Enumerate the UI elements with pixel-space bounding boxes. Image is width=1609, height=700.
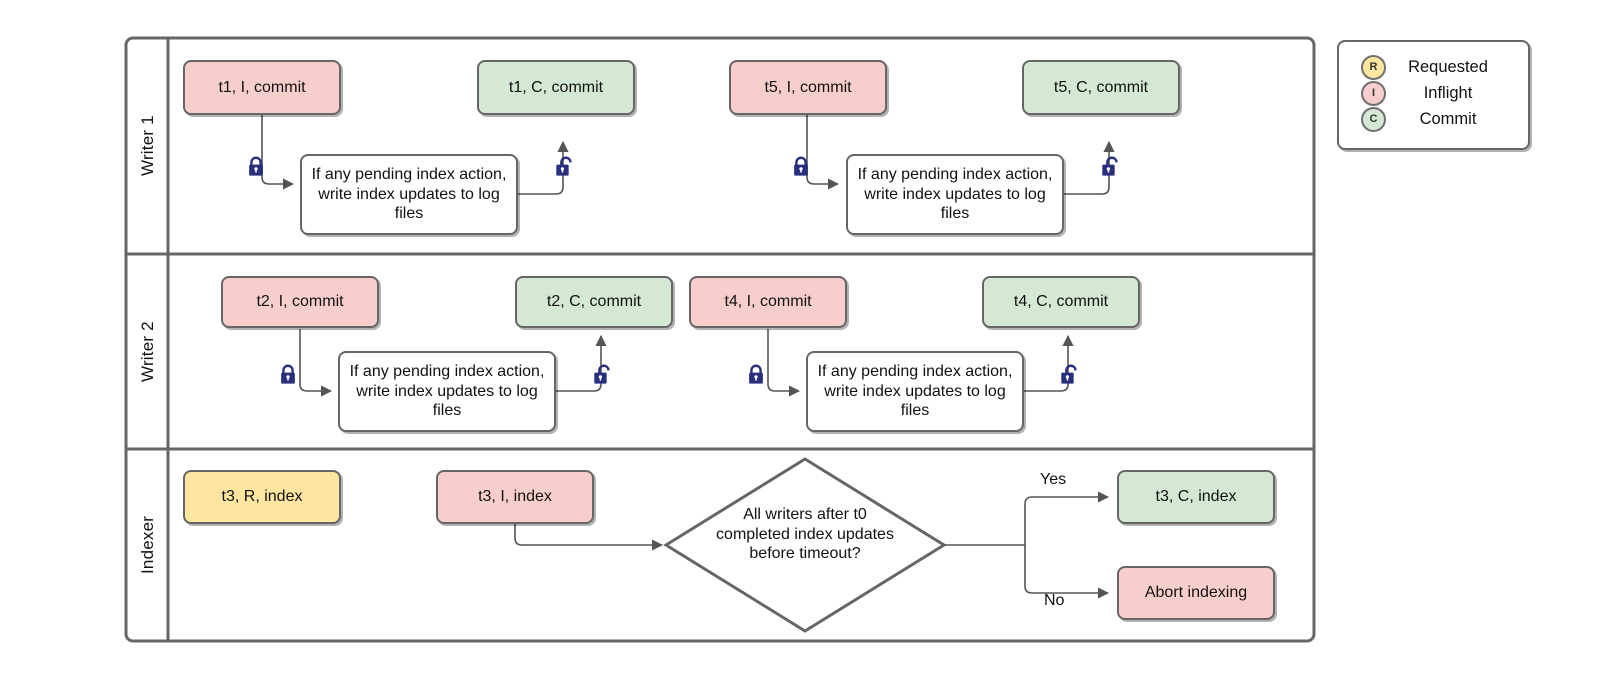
node-idx-t3-requested[interactable]: t3, R, index	[183, 470, 341, 524]
legend-label-inflight: Inflight	[1423, 83, 1473, 102]
node-w2-t4-commit[interactable]: t4, C, commit	[982, 276, 1140, 328]
legend-item-inflight: I Inflight	[1339, 80, 1528, 106]
node-idx-abort-indexing[interactable]: Abort indexing	[1117, 566, 1275, 620]
node-w1-index-write-1[interactable]: If any pending index action, write index…	[300, 154, 518, 235]
legend-item-commit: C Commit	[1339, 106, 1528, 132]
node-idx-t3-commit[interactable]: t3, C, index	[1117, 470, 1275, 524]
legend-badge-commit-icon: C	[1361, 106, 1386, 132]
lock-open-icon	[592, 363, 614, 385]
lane-label-writer-2: Writer 2	[138, 321, 157, 382]
lane-label-writer-1: Writer 1	[138, 115, 157, 177]
node-w1-t1-commit[interactable]: t1, C, commit	[477, 60, 635, 115]
edge-label-no: No	[1044, 592, 1065, 609]
node-w1-t5-commit[interactable]: t5, C, commit	[1022, 60, 1180, 115]
lock-open-icon	[1059, 363, 1081, 385]
edge-label-yes: Yes	[1040, 471, 1067, 488]
node-w2-t2-commit[interactable]: t2, C, commit	[515, 276, 673, 328]
lock-closed-icon	[790, 155, 812, 177]
legend-badge-requested-icon: R	[1361, 54, 1386, 80]
legend-label-commit: Commit	[1419, 109, 1477, 128]
lock-open-icon	[554, 155, 576, 177]
lock-closed-icon	[277, 363, 299, 385]
node-w1-index-write-2[interactable]: If any pending index action, write index…	[846, 154, 1064, 235]
node-w2-index-write-1[interactable]: If any pending index action, write index…	[338, 351, 556, 432]
lock-closed-icon	[745, 363, 767, 385]
node-w1-t1-inflight[interactable]: t1, I, commit	[183, 60, 341, 115]
lane-label-indexer: Indexer	[138, 515, 157, 575]
legend-item-requested: R Requested	[1339, 54, 1528, 80]
legend: R Requested I Inflight C Commit	[1337, 40, 1530, 150]
node-w2-t2-inflight[interactable]: t2, I, commit	[221, 276, 379, 328]
node-w2-index-write-2[interactable]: If any pending index action, write index…	[806, 351, 1024, 432]
lock-open-icon	[1100, 155, 1122, 177]
node-idx-t3-inflight[interactable]: t3, I, index	[436, 470, 594, 524]
node-w2-t4-inflight[interactable]: t4, I, commit	[689, 276, 847, 328]
lock-closed-icon	[245, 155, 267, 177]
legend-label-requested: Requested	[1408, 57, 1488, 76]
legend-badge-inflight-icon: I	[1361, 80, 1386, 106]
decision-label-index-updates-complete: All writers after t0 completed index upd…	[716, 506, 894, 563]
node-w1-t5-inflight[interactable]: t5, I, commit	[729, 60, 887, 115]
